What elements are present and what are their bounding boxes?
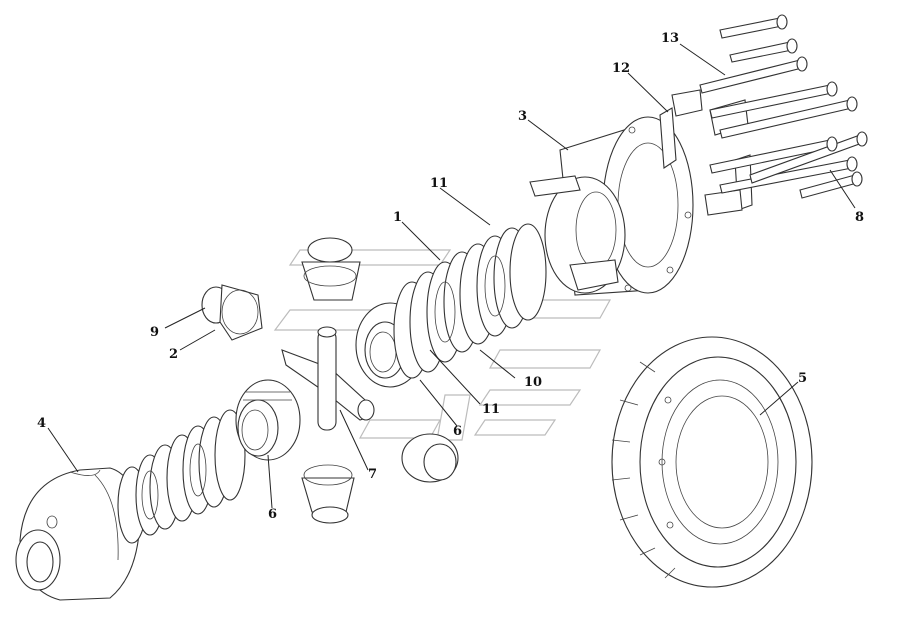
side-gear-left-part-6 xyxy=(235,379,301,461)
label-4: 4 xyxy=(37,416,46,431)
pinion-gear-upper xyxy=(301,237,361,301)
pinion-gear-lower xyxy=(301,464,355,524)
pinion-gear-part-2 xyxy=(201,284,263,341)
label-6-right: 6 xyxy=(453,424,462,439)
ring-gear-part-5 xyxy=(611,336,813,588)
label-1: 1 xyxy=(393,210,402,225)
label-11-lower: 11 xyxy=(482,402,500,417)
label-12: 12 xyxy=(612,61,630,76)
pinion-gear-right xyxy=(401,433,459,483)
label-11-upper: 11 xyxy=(430,176,448,191)
cross-spider-part-7 xyxy=(281,326,375,431)
left-friction-disc-stack xyxy=(117,409,246,544)
bolts-part-13-8 xyxy=(699,14,868,199)
label-3: 3 xyxy=(518,109,527,124)
label-9: 9 xyxy=(150,325,159,340)
label-8: 8 xyxy=(855,210,864,225)
label-5: 5 xyxy=(798,371,807,386)
watermark-logo xyxy=(273,249,612,441)
label-2: 2 xyxy=(169,347,178,362)
leader-lines xyxy=(47,43,856,509)
right-friction-disc-stack xyxy=(393,223,547,379)
label-7: 7 xyxy=(368,467,377,482)
part-number-labels: 13 12 3 11 1 8 9 2 5 10 11 4 6 7 6 xyxy=(37,31,864,522)
label-6-left: 6 xyxy=(268,507,277,522)
label-13: 13 xyxy=(661,31,679,46)
label-10: 10 xyxy=(524,375,542,390)
